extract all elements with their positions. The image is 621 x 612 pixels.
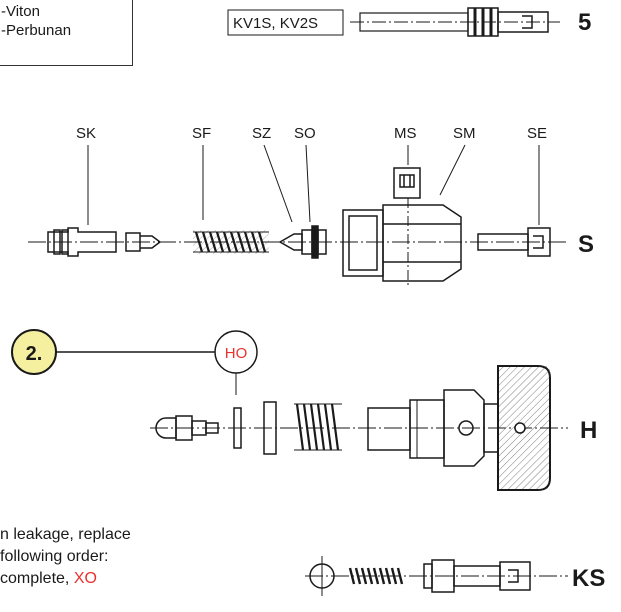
kv-label: KV1S, KV2S [233,15,318,32]
legend-item-perbunan: -Perbunan [1,22,72,39]
instruction-line-3: complete, XO [0,568,131,590]
step-badge-label: 2. [26,343,43,365]
part-ks-spring [348,567,404,585]
row-label-5: 5 [578,9,591,36]
part-label-ms: MS [394,125,417,142]
instruction-line-3-text: complete, [0,570,70,587]
part-ms-screw [393,167,421,199]
instruction-line-2: following order: [0,548,109,565]
part-sf-spring [193,230,269,254]
row-label-h: H [580,417,597,444]
part-h-body [367,389,499,467]
ho-label: HO [225,345,248,362]
part-label-sk: SK [76,125,96,142]
s-leader-lines [87,144,540,225]
part-sk [47,227,162,257]
part-se [477,227,551,257]
row-label-s: S [578,231,594,258]
seal-material-legend: -Viton -Perbunan [0,0,133,66]
part-label-se: SE [527,125,547,142]
part-h-plunger [155,415,219,441]
part-h-washer [263,401,277,455]
instruction-line-1: n leakage, replace [0,526,131,543]
part-h-spring [294,403,342,451]
part-ks-body [423,559,531,593]
part-label-so: SO [294,125,316,142]
instruction-text: n leakage, replace following order: comp… [0,524,131,590]
part-sz-so [278,225,327,259]
instruction-xo-highlight: XO [73,570,97,587]
part-label-sf: SF [192,125,211,142]
part-label-sm: SM [453,125,476,142]
kv-label-box [227,9,344,36]
row-5-assembly [227,7,560,37]
part-sm-body [342,198,462,288]
part-label-sz: SZ [252,125,271,142]
part-h-knob [497,365,551,491]
legend-item-viton: -Viton [1,3,40,20]
row-label-ks: KS [572,565,605,592]
part-ho-oring [233,407,242,449]
